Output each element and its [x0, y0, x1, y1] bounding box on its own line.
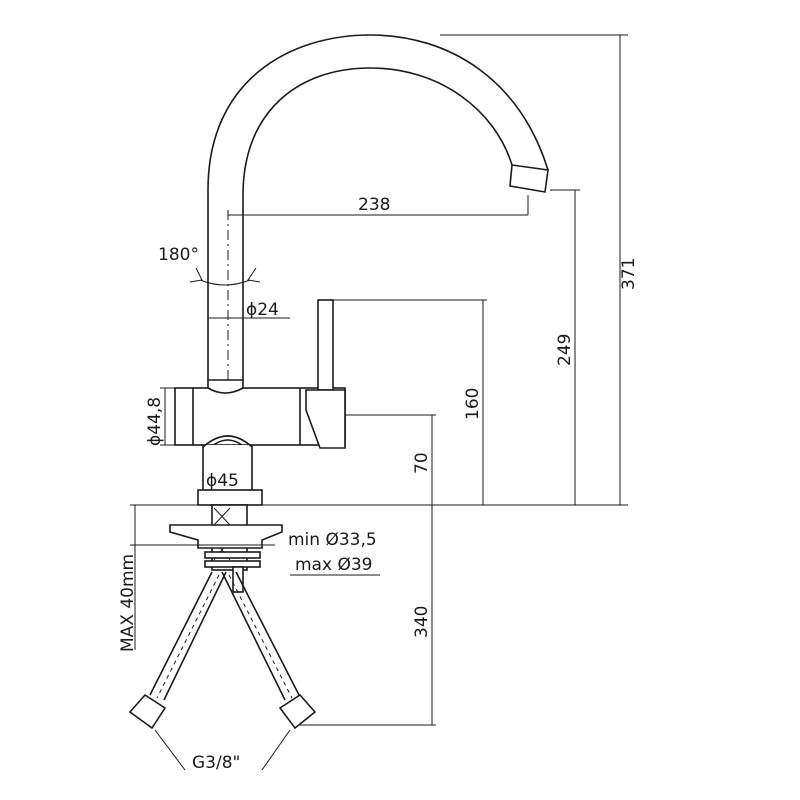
dim-spout-reach: 238: [358, 195, 390, 215]
dim-spout-diameter: ϕ24: [246, 300, 279, 320]
dim-max-deck-thickness: MAX 40mm: [118, 554, 138, 652]
dimension-lines: [130, 34, 628, 771]
fixing-kit: [169, 504, 283, 593]
dim-hose-connection: G3/8": [192, 753, 240, 773]
dim-body-diameter: ϕ44,8: [145, 397, 165, 446]
dim-body-height: 70: [412, 452, 432, 474]
mixer-body: [174, 299, 346, 506]
dim-hose-length: 340: [412, 606, 432, 638]
dim-handle-height: 160: [463, 388, 483, 420]
dim-overall-height: 371: [619, 258, 639, 290]
dim-hole-min: min Ø33,5: [288, 530, 377, 550]
hoses: [128, 571, 317, 730]
dim-outlet-height: 249: [555, 334, 575, 366]
spout: [207, 34, 549, 380]
dim-rotation: 180°: [158, 245, 199, 265]
dim-hole-max: max Ø39: [295, 555, 372, 575]
dim-base-diameter: ϕ45: [206, 471, 239, 491]
